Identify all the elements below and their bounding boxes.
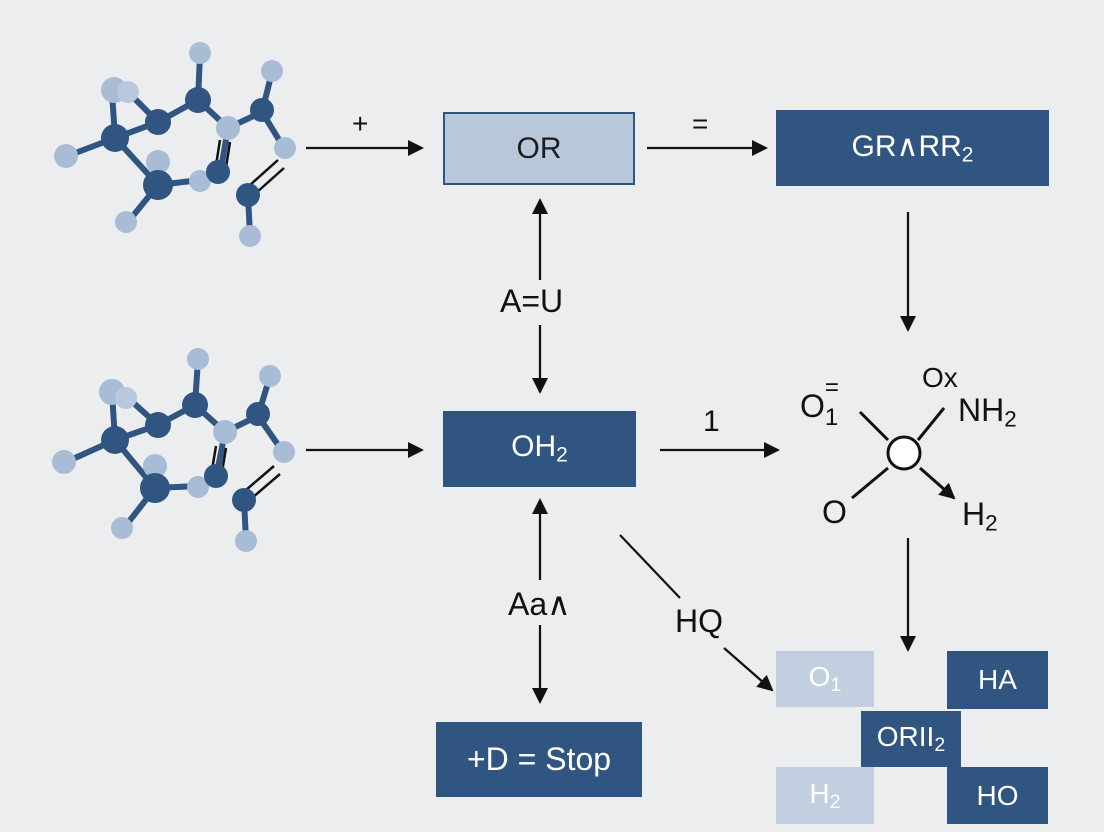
- oh2-box-label: OH2: [511, 430, 568, 467]
- node-h2-label: H2: [962, 496, 998, 536]
- reaction-node: [851, 407, 956, 500]
- or-box: OR: [443, 112, 635, 185]
- orii-box-label: ORII2: [876, 721, 946, 756]
- orii-box: ORII2: [861, 711, 961, 767]
- node-nh2-label: NH2: [958, 392, 1017, 432]
- arrow-hq-to-grid: [723, 647, 774, 692]
- stop-box-label: +D = Stop: [466, 741, 612, 777]
- node-ox-label: Ox: [922, 362, 958, 393]
- node-o-eq-label: O=1: [800, 374, 839, 431]
- grrr-box: GR∧RR2: [776, 110, 1049, 186]
- one-label: 1: [703, 405, 720, 438]
- arrow-oh-to-hq: [619, 534, 681, 599]
- stop-box: +D = Stop: [436, 722, 642, 797]
- plus-label: +: [352, 108, 369, 139]
- node-o-label: O: [822, 494, 847, 530]
- oh2-box: OH2: [443, 411, 636, 487]
- ha-box-label: HA: [978, 664, 1017, 695]
- molecule-bottom: [52, 348, 295, 552]
- ho-box-label: HO: [976, 779, 1019, 811]
- hq-label: HQ: [675, 603, 723, 639]
- h2-box: H2: [776, 767, 874, 824]
- or-box-label: OR: [516, 131, 562, 165]
- ha-box: HA: [947, 651, 1048, 709]
- equals-label: =: [692, 108, 709, 139]
- a-eq-u-label: A=U: [500, 283, 564, 319]
- grrr-box-label: GR∧RR2: [851, 129, 974, 167]
- ho-box: HO: [947, 767, 1048, 824]
- o1-box: O1: [776, 651, 874, 707]
- o1-box-label: O1: [808, 661, 842, 696]
- molecule-top: [54, 42, 296, 247]
- aa-label: Aa∧: [508, 586, 571, 622]
- h2-box-label: H2: [809, 777, 841, 813]
